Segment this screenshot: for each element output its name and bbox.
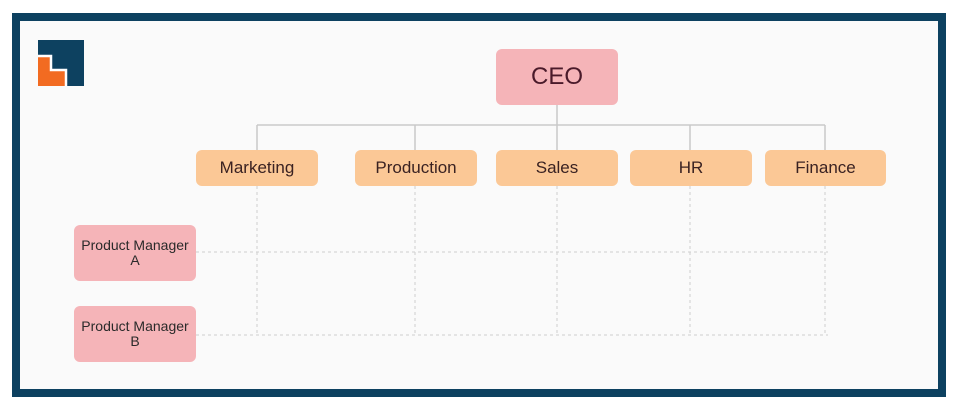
department-marketing: Marketing [196, 150, 318, 186]
product-manager-b: Product Manager B [74, 306, 196, 362]
ceo-box: CEO [496, 49, 618, 105]
department-production: Production [355, 150, 477, 186]
slide-frame: CEO Marketing Production Sales HR Financ… [12, 13, 946, 397]
connector-lines [196, 105, 828, 336]
matrix-grid [196, 186, 828, 336]
department-sales: Sales [496, 150, 618, 186]
department-finance: Finance [765, 150, 886, 186]
product-manager-a: Product Manager A [74, 225, 196, 281]
brand-logo-icon [38, 40, 84, 86]
hierarchy-connectors [256, 105, 826, 150]
department-hr: HR [630, 150, 752, 186]
